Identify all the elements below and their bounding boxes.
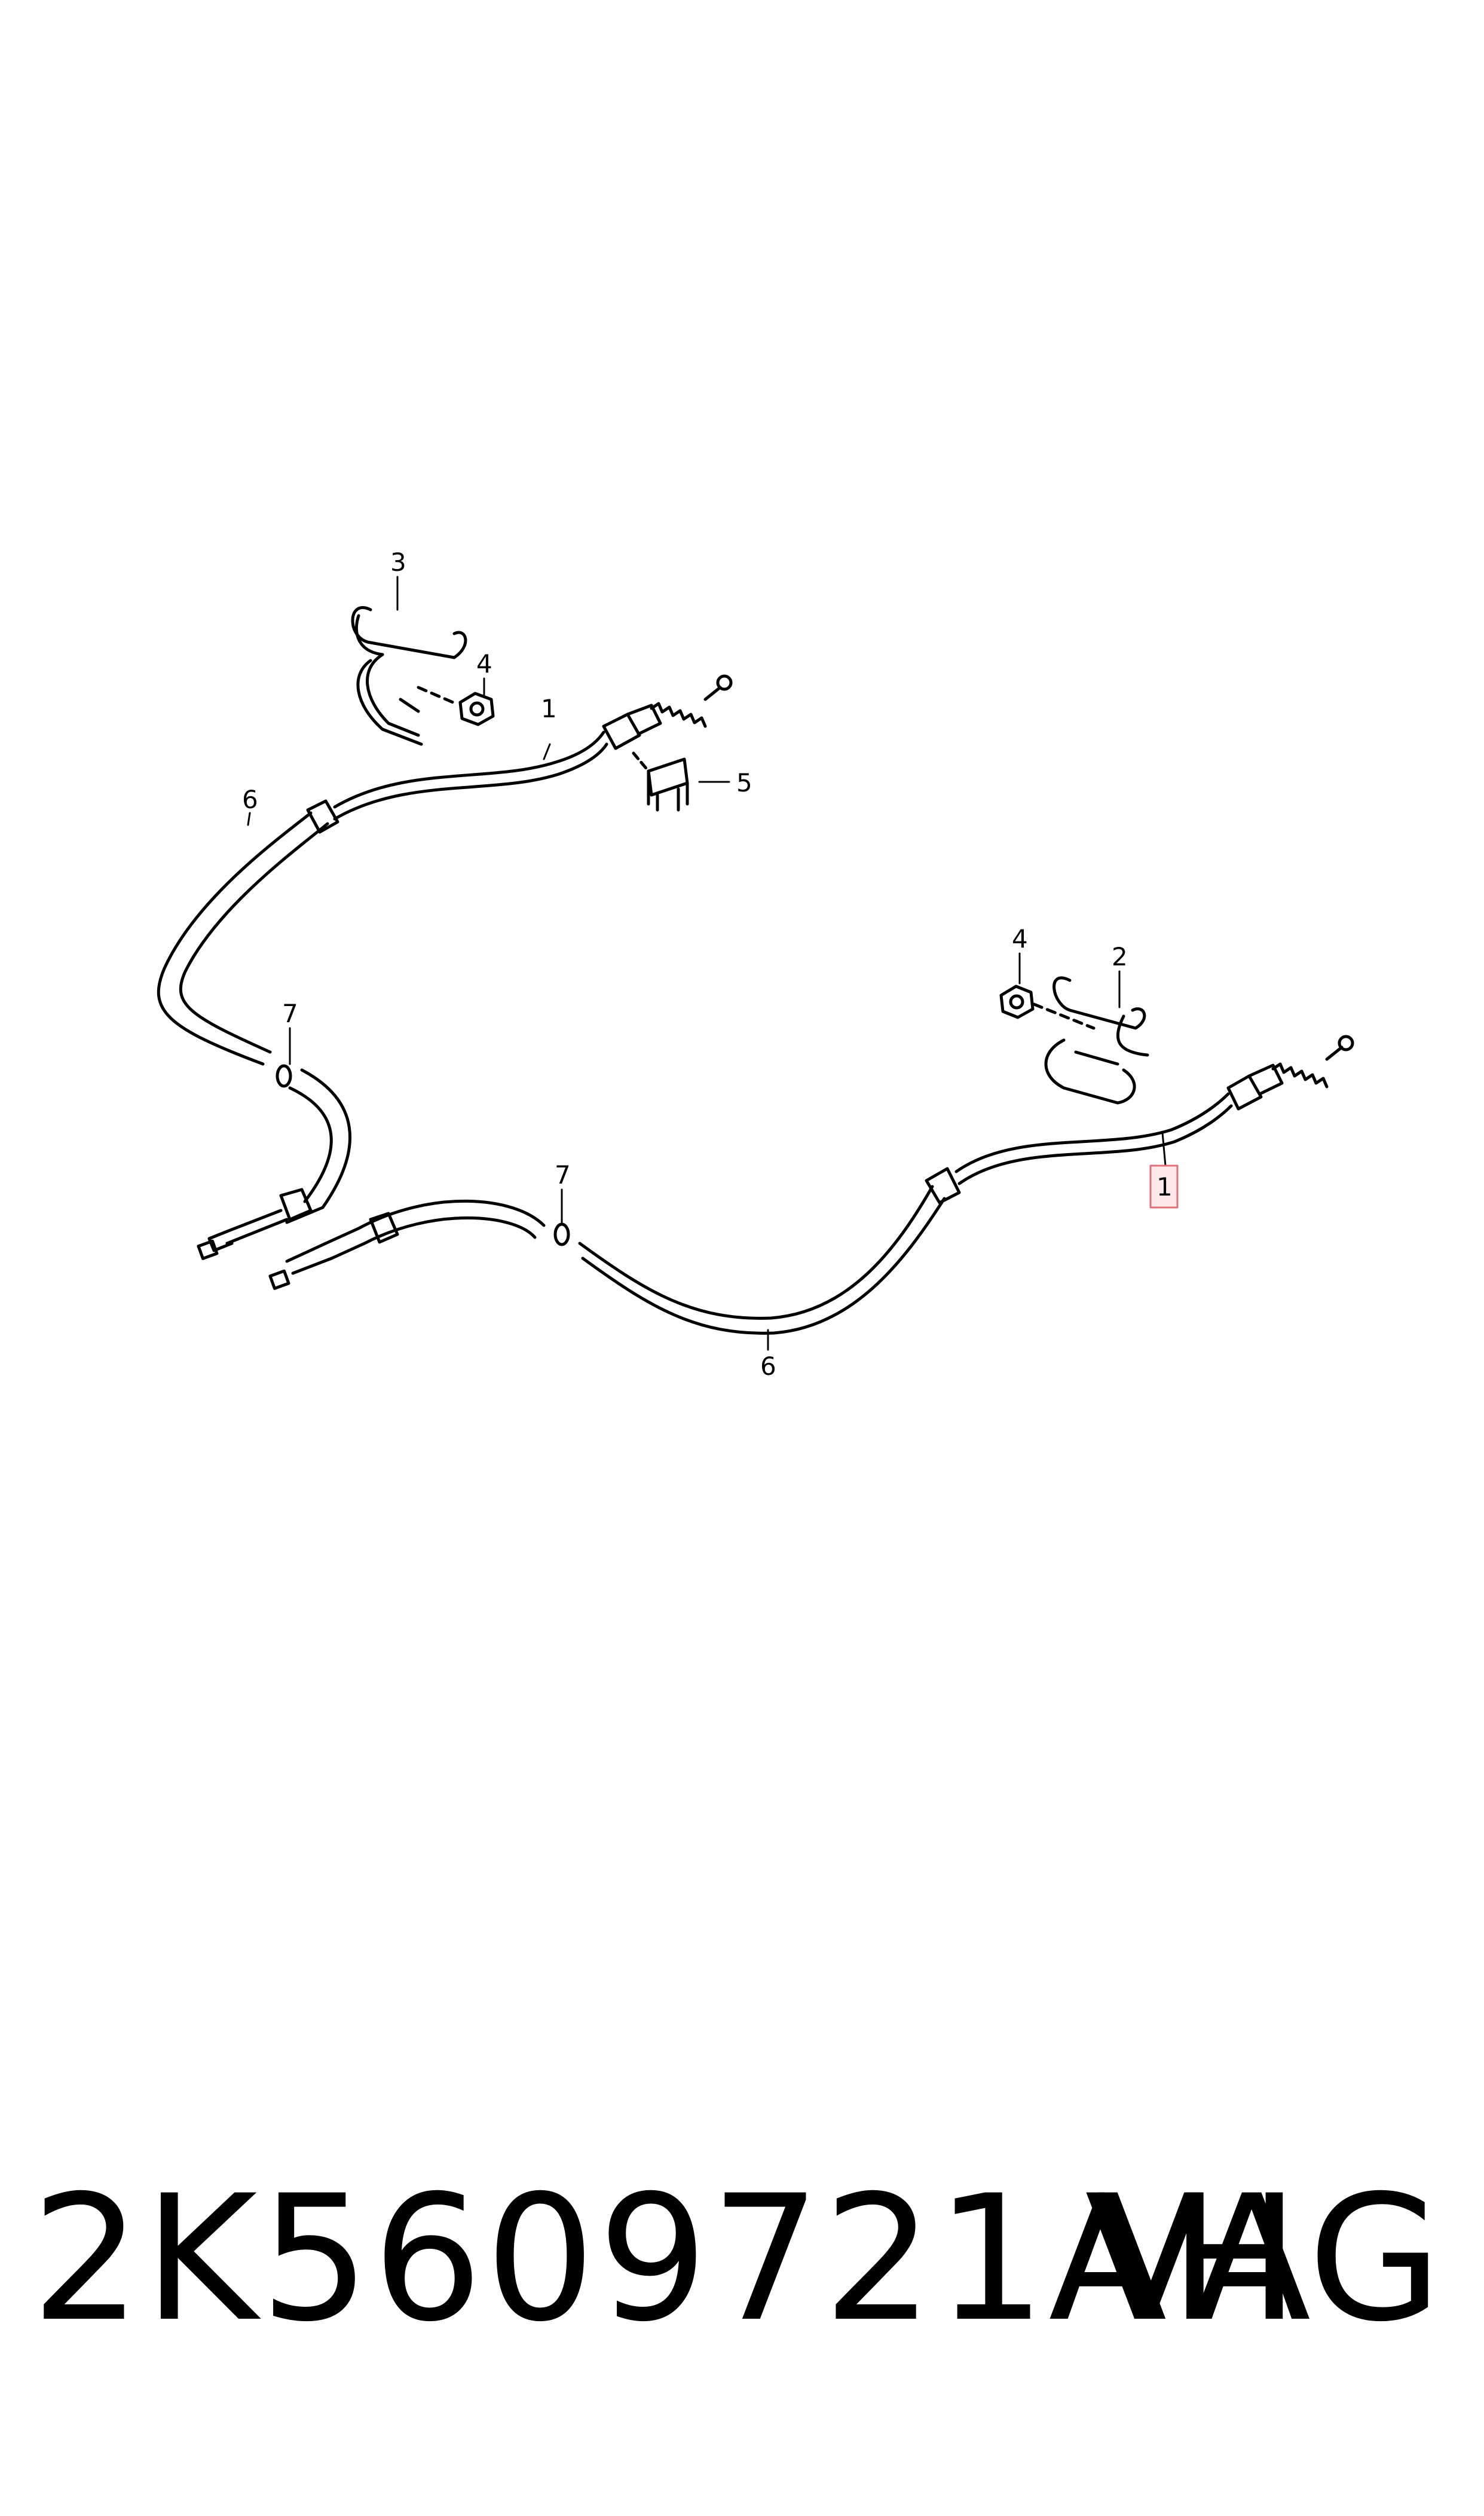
cable-1-upper — [306, 674, 733, 834]
callout-4-right[interactable]: 4 — [1012, 924, 1028, 953]
cable-1-right — [954, 1035, 1354, 1185]
footer: 2K5609721AH VAG — [0, 2152, 1484, 2367]
callout-6-left[interactable]: 6 — [242, 785, 258, 814]
callout-5[interactable]: 5 — [736, 768, 752, 797]
clip-5 — [632, 751, 689, 812]
callout-4-left[interactable]: 4 — [476, 649, 492, 678]
brand-name: VAG — [1085, 2159, 1442, 2360]
part-number: 2K5609721AH — [31, 2159, 1302, 2360]
nut-4-right — [999, 985, 1096, 1030]
cable-sheath-left — [157, 811, 329, 1066]
grommet-7-mid — [553, 1222, 570, 1246]
grommet-7-left — [276, 1064, 292, 1088]
cable-end-left-rear — [197, 1188, 325, 1260]
bracket-3 — [351, 606, 467, 746]
bracket-2 — [1044, 976, 1149, 1105]
parts-diagram: 3 4 1 5 6 7 7 6 4 2 1 — [157, 548, 1354, 1381]
callout-2[interactable]: 2 — [1112, 942, 1128, 971]
callout-7-mid[interactable]: 7 — [555, 1160, 571, 1190]
callout-3[interactable]: 3 — [390, 548, 406, 577]
nut-4-left — [417, 686, 495, 726]
callout-6-bottom[interactable]: 6 — [760, 1352, 776, 1381]
callout-7-left[interactable]: 7 — [282, 999, 298, 1028]
cable-end-right-rear — [268, 1212, 399, 1290]
callout-1-top[interactable]: 1 — [541, 694, 557, 723]
cable-sheath-left-lower — [288, 1068, 351, 1209]
leader-lines — [247, 576, 1167, 1351]
callout-1-right[interactable]: 1 — [1156, 1172, 1173, 1202]
highlight-box — [1149, 1164, 1179, 1209]
cable-sheath-bottom — [357, 1167, 961, 1335]
